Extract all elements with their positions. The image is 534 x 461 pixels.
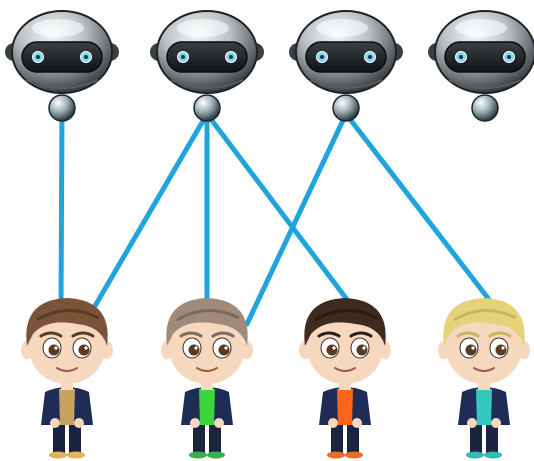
man-avatar-icon <box>21 298 113 459</box>
connection-line <box>61 114 62 306</box>
connection-line <box>346 114 494 306</box>
connection-line <box>247 114 346 324</box>
connection-lines <box>61 114 494 326</box>
people-row <box>21 298 530 459</box>
robot-icon <box>5 11 119 121</box>
connection-line <box>95 114 207 306</box>
connection-line <box>207 114 367 326</box>
robot-icon <box>428 11 534 121</box>
man-avatar-icon <box>299 298 391 459</box>
man-avatar-icon <box>161 298 253 459</box>
robot-icon <box>150 11 264 121</box>
man-avatar-icon <box>438 298 530 459</box>
robot-icon <box>289 11 403 121</box>
robots-row <box>5 11 534 121</box>
